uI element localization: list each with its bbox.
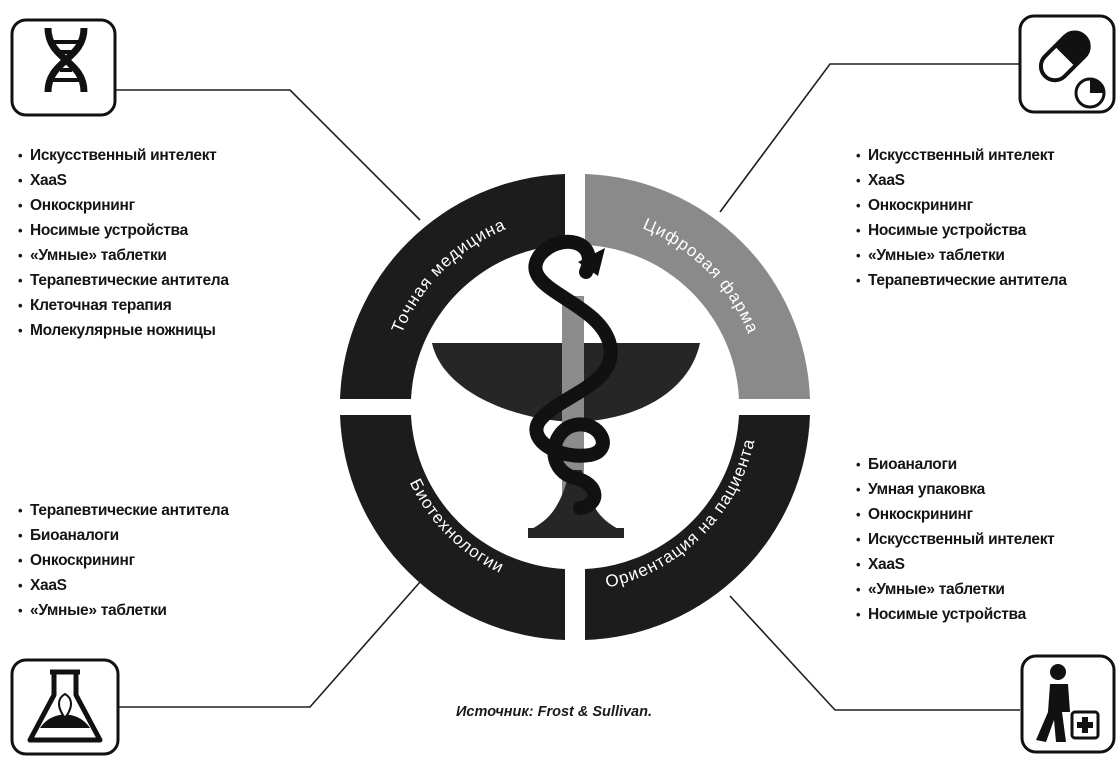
list-bottom-left: •Терапевтические антитела •Биоаналоги •О… xyxy=(18,498,229,623)
list-item: •Терапевтические антитела xyxy=(856,272,1067,289)
list-item: •«Умные» таблетки xyxy=(18,602,167,619)
list-item: •Онкоскрининг xyxy=(18,197,135,214)
list-item: •«Умные» таблетки xyxy=(18,247,167,264)
list-item: •Искусственный интелект xyxy=(856,147,1055,164)
list-item: •Носимые устройства xyxy=(18,222,188,239)
list-top-right: •Искусственный интелект •XaaS •Онкоскрин… xyxy=(856,143,1067,293)
connector-bottom-left xyxy=(118,581,421,708)
list-item: •Клеточная терапия xyxy=(18,297,172,314)
source-caption: Источник: Frost & Sullivan. xyxy=(456,704,653,720)
segment-top-right xyxy=(585,174,810,399)
list-item: •Онкоскрининг xyxy=(18,552,135,569)
list-item: •«Умные» таблетки xyxy=(856,247,1005,264)
list-item: •Искусственный интелект xyxy=(18,147,217,164)
list-item: •Онкоскрининг xyxy=(856,506,973,523)
list-item: •Умная упаковка xyxy=(856,481,985,498)
list-bottom-right: •Биоаналоги •Умная упаковка •Онкоскринин… xyxy=(856,452,1055,627)
list-top-left: •Искусственный интелект •XaaS •Онкоскрин… xyxy=(18,143,229,343)
segment-bottom-right xyxy=(585,415,810,640)
ring xyxy=(340,174,810,640)
dna-icon xyxy=(10,18,117,117)
segment-bottom-left xyxy=(340,415,565,640)
list-item: •Носимые устройства xyxy=(856,606,1026,623)
list-item: •Терапевтические антитела xyxy=(18,272,229,289)
list-item: •«Умные» таблетки xyxy=(856,581,1005,598)
list-item: •Биоаналоги xyxy=(856,456,957,473)
list-item: •XaaS xyxy=(18,577,67,594)
pill-capsule-icon xyxy=(1018,14,1116,114)
segment-top-left xyxy=(340,174,565,399)
list-item: •Онкоскрининг xyxy=(856,197,973,214)
list-item: •XaaS xyxy=(856,556,905,573)
list-item: •Биоаналоги xyxy=(18,527,119,544)
list-item: •Искусственный интелект xyxy=(856,531,1055,548)
connector-top-left xyxy=(115,89,421,221)
bowl-of-hygieia-icon xyxy=(432,234,700,538)
connector-lines xyxy=(115,63,1020,711)
list-item: •Носимые устройства xyxy=(856,222,1026,239)
lab-flask-icon xyxy=(10,658,120,756)
list-item: •Молекулярные ножницы xyxy=(18,322,216,339)
patient-walking-icon xyxy=(1020,654,1116,754)
list-item: •XaaS xyxy=(18,172,67,189)
connector-bottom-right xyxy=(729,595,1020,711)
connector-top-right xyxy=(719,63,1020,213)
list-item: •Терапевтические антитела xyxy=(18,502,229,519)
list-item: •XaaS xyxy=(856,172,905,189)
